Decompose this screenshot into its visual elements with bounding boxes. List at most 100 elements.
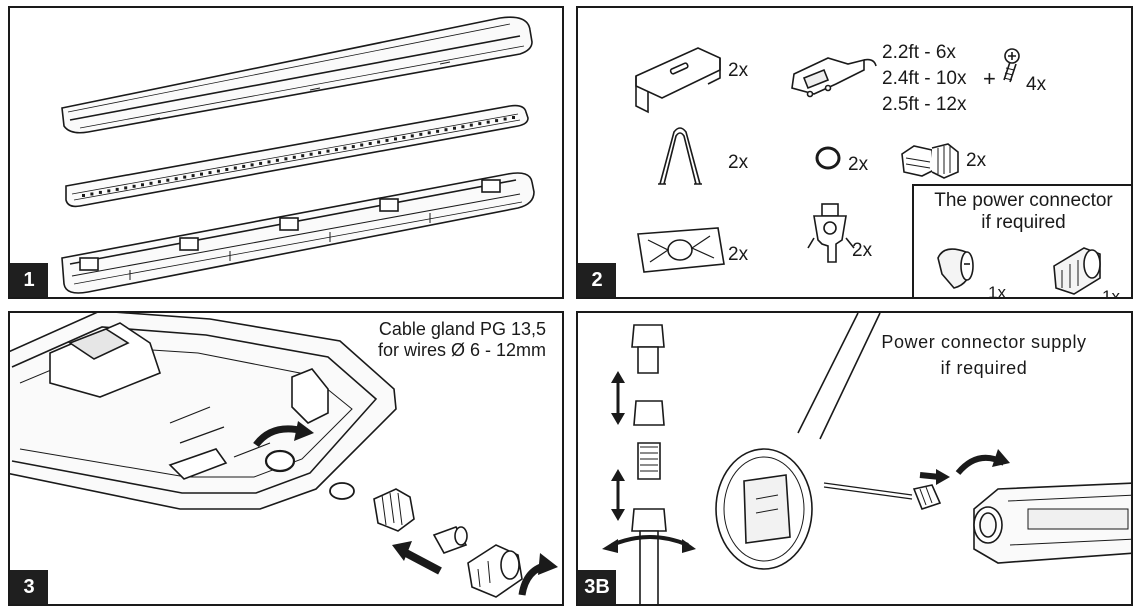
twist-arrow xyxy=(611,535,689,547)
led-dot xyxy=(149,181,153,185)
led-dot xyxy=(419,132,423,136)
inline-connector xyxy=(912,484,942,510)
plate-qty: 2x xyxy=(728,244,749,265)
connector-right-qty: 1x xyxy=(1102,287,1120,299)
led-dot xyxy=(275,158,279,162)
mounting-clip-icon xyxy=(791,57,877,98)
spring-clip-qty: 2x xyxy=(728,152,749,173)
push-arrow xyxy=(404,549,442,575)
led-dot xyxy=(394,137,397,141)
led-dot xyxy=(82,194,85,197)
connector-cylinder-icon xyxy=(1053,247,1101,295)
screw-qty: 4x xyxy=(1026,74,1047,95)
led-dot xyxy=(242,164,246,168)
led-dot xyxy=(183,175,187,179)
led-dots xyxy=(82,116,515,197)
led-dot xyxy=(233,166,237,170)
led-dot xyxy=(478,122,482,126)
led-dot xyxy=(301,154,305,158)
led-dot xyxy=(512,116,515,119)
clip-length-1: 2.2ft - 6x xyxy=(882,42,956,63)
led-dot xyxy=(326,149,330,153)
led-dot xyxy=(141,183,144,187)
mounting-bracket-icon xyxy=(635,47,721,114)
cable-gland-note: Cable gland PG 13,5 for wires Ø 6 - 12mm xyxy=(377,319,546,360)
hook-qty: 2x xyxy=(852,240,873,261)
led-dot xyxy=(334,148,338,152)
led-dot xyxy=(444,128,448,132)
led-dot xyxy=(157,180,161,184)
led-dot xyxy=(427,131,431,135)
spring-clip-icon xyxy=(658,127,702,185)
panel-3-cable-gland-install: Cable gland PG 13,5 for wires Ø 6 - 12mm… xyxy=(8,311,564,606)
led-dot xyxy=(216,169,220,173)
led-dot xyxy=(174,177,178,181)
led-dot xyxy=(191,174,195,178)
plus-sign: + xyxy=(983,66,996,91)
panel-3b-power-connector: Power connector supply if required 3B xyxy=(576,311,1133,606)
led-dot xyxy=(436,129,440,133)
cable-gland-icon xyxy=(901,143,959,179)
gland-cap-nut xyxy=(467,544,523,598)
led-dot xyxy=(107,189,111,193)
hook-icon xyxy=(807,203,855,263)
terminal-block xyxy=(715,448,813,570)
led-dot xyxy=(259,161,263,165)
connector-exploded-stack xyxy=(631,324,667,604)
panel-1-exploded-fixture: 1 xyxy=(8,6,564,299)
power-connector-note: Power connector supply if required xyxy=(881,332,1087,378)
power-connector-title: The power connector if required xyxy=(934,190,1113,233)
led-dot xyxy=(453,126,456,130)
led-dot xyxy=(360,143,364,147)
led-dot xyxy=(343,146,347,150)
led-dot xyxy=(225,168,229,171)
led-dot xyxy=(267,160,271,164)
panel-number-badge: 2 xyxy=(578,263,616,297)
led-dot xyxy=(368,142,372,145)
screw-icon xyxy=(1003,48,1020,83)
diffuser-cover xyxy=(61,16,533,134)
clip-length-2: 2.4ft - 10x xyxy=(882,68,967,89)
led-dot xyxy=(250,163,254,167)
cable-sheath xyxy=(797,313,881,440)
led-dot xyxy=(132,184,136,188)
led-dot xyxy=(200,172,203,176)
plate-icon xyxy=(637,227,725,273)
led-dot xyxy=(166,178,170,182)
led-dot xyxy=(402,135,406,139)
panel-number-badge: 3B xyxy=(578,570,616,604)
led-dot xyxy=(503,117,507,121)
led-gear-tray xyxy=(65,104,529,208)
led-dot xyxy=(98,190,102,194)
led-dot xyxy=(385,138,389,142)
led-dot xyxy=(208,171,212,175)
clip-length-3: 2.5ft - 12x xyxy=(882,94,967,115)
panel-number-badge: 3 xyxy=(10,570,48,604)
power-connector-box: The power connector if required 1x 1x xyxy=(912,184,1131,299)
led-dot xyxy=(124,186,128,190)
led-dot xyxy=(486,120,490,124)
housing-end-cap xyxy=(10,313,397,510)
led-dot xyxy=(351,145,355,149)
housing-base xyxy=(61,172,535,294)
o-ring xyxy=(329,482,355,500)
o-ring-icon xyxy=(815,146,841,170)
power-connector-illustration xyxy=(602,313,1131,604)
bracket-qty: 2x xyxy=(728,60,749,81)
o-ring-qty: 2x xyxy=(848,154,869,175)
cable-gland-qty: 2x xyxy=(966,150,987,171)
gland-body xyxy=(373,488,415,532)
led-dot xyxy=(410,134,414,138)
wire-line xyxy=(823,482,913,496)
gland-seal xyxy=(432,526,468,554)
led-dot xyxy=(309,152,313,156)
parts-illustration xyxy=(635,47,1101,295)
led-dot xyxy=(461,125,465,129)
connector-left-qty: 1x xyxy=(988,283,1006,299)
panel-2-parts-list: 2x 2.2ft - 6x 2.4ft - 10x 2.5ft - 12x + … xyxy=(576,6,1133,299)
led-dot xyxy=(284,157,288,161)
fixture-exploded-illustration xyxy=(61,16,535,294)
led-dot xyxy=(469,123,473,127)
led-dot xyxy=(292,155,296,159)
led-dot xyxy=(318,151,322,155)
